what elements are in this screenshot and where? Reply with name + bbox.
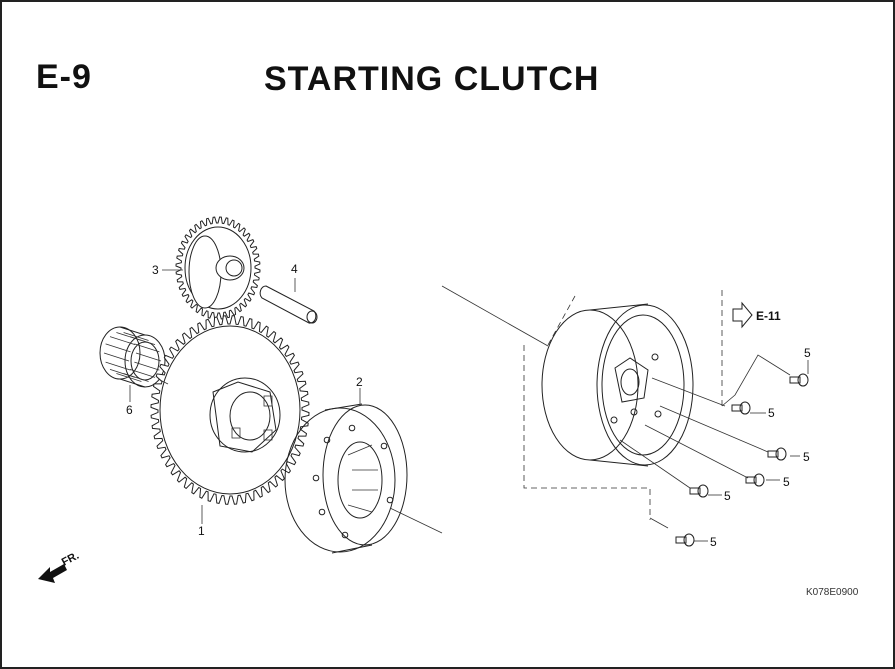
- front-label: FR.: [60, 550, 81, 569]
- callout-5: 5: [803, 450, 810, 464]
- callout-5: 5: [783, 475, 790, 489]
- flywheel-rotor: [541, 303, 694, 467]
- callout-5: 5: [710, 535, 717, 549]
- bearing-needle: [116, 373, 142, 382]
- bolt: [789, 373, 809, 387]
- callout-3: 3: [152, 263, 159, 277]
- cross-reference-e11[interactable]: E-11: [732, 301, 781, 329]
- bolt: [745, 473, 765, 487]
- section-code: E-9: [36, 58, 92, 96]
- bearing-needle: [109, 336, 136, 345]
- bearing-needle: [105, 361, 131, 371]
- callout-4: 4: [291, 262, 298, 276]
- callouts: 3 4 6 1 2 5 5 5 5 5 5: [126, 262, 811, 549]
- part-3-idle-gear: [175, 216, 261, 320]
- bearing-needle: [134, 361, 160, 371]
- front-arrow-icon: [38, 564, 67, 583]
- bearing-needle: [103, 352, 130, 362]
- outline-arrow-right-icon: [732, 301, 753, 329]
- front-orientation: FR.: [38, 550, 81, 583]
- cross-reference-label: E-11: [756, 309, 781, 323]
- leader-lines: [129, 269, 809, 542]
- callout-5: 5: [724, 489, 731, 503]
- part-5-bolts: [675, 373, 809, 547]
- part-4-shaft: [259, 285, 318, 324]
- bearing-needle: [105, 343, 131, 353]
- part-1-driven-gear: [150, 315, 310, 505]
- bolt: [767, 447, 787, 461]
- part-6-needle-bearing: [99, 326, 166, 388]
- drawing-code: K078E0900: [806, 587, 859, 598]
- bearing-needle: [135, 352, 162, 362]
- callout-5: 5: [768, 406, 775, 420]
- bearing-needle: [129, 369, 156, 378]
- bearing-needle: [129, 336, 156, 345]
- page-title: STARTING CLUTCH: [264, 60, 600, 98]
- bearing-needle: [109, 369, 136, 378]
- bolt: [689, 484, 709, 498]
- bearing-needle: [134, 343, 160, 353]
- callout-2: 2: [356, 375, 363, 389]
- callout-5: 5: [804, 346, 811, 360]
- callout-6: 6: [126, 403, 133, 417]
- assembly-lines: [159, 285, 791, 534]
- bolt: [731, 401, 751, 415]
- callout-1: 1: [198, 524, 205, 538]
- bolt: [675, 533, 695, 547]
- part-2-clutch-outer: [284, 403, 408, 554]
- bearing-needle: [123, 332, 149, 341]
